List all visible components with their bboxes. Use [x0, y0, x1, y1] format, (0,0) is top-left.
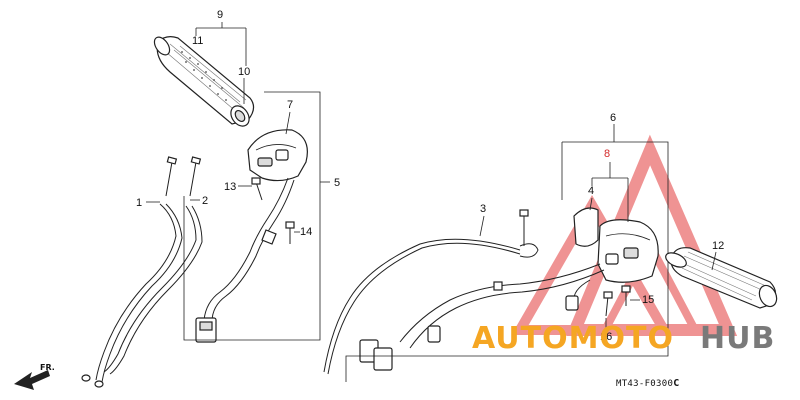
throttle-cable-2: [81, 156, 203, 382]
left-switch-housing: [195, 129, 308, 343]
callout-16: 16: [600, 331, 612, 343]
callout-11: 11: [192, 35, 203, 47]
callout-10: 10: [238, 66, 250, 78]
front-direction-label: FR.: [40, 363, 55, 372]
watermark-word-orange: AUTOMOTO: [472, 321, 674, 356]
screw-15: [621, 285, 631, 306]
part-code: MT43-F0300C: [616, 378, 680, 389]
callout-2: 2: [202, 195, 208, 207]
leader-3: [479, 215, 485, 237]
callout-14: 14: [300, 226, 312, 238]
leader-4: [589, 197, 593, 211]
callout-13: 13: [224, 181, 236, 193]
throttle-grip: [153, 36, 255, 127]
right-switch-housing: [359, 207, 659, 371]
part-code-main: MT43-F0300: [616, 379, 673, 389]
right-hand-grip: [665, 247, 778, 309]
callout-9: 9: [217, 9, 223, 21]
callout-6: 6: [610, 112, 616, 124]
part-code-suffix: C: [673, 378, 679, 389]
throttle-cable-1: [94, 156, 183, 388]
callout-bracket-5: [183, 91, 330, 341]
watermark-word-gray: HUB: [700, 321, 775, 356]
watermark-logo-text: AUTOMOTO HUB: [472, 321, 775, 356]
leader-7: [285, 111, 291, 135]
callout-1: 1: [136, 197, 142, 209]
callout-3: 3: [480, 203, 486, 215]
callout-bracket-9: [195, 22, 247, 66]
screw-14: [285, 221, 295, 244]
screw-13: [251, 177, 263, 201]
callout-bracket-6: [345, 124, 669, 382]
front-direction-arrow: [14, 370, 50, 390]
callout-8: 8: [604, 148, 610, 160]
callout-15: 15: [642, 294, 654, 306]
choke-cable-3: [323, 209, 539, 375]
callout-12: 12: [712, 240, 724, 252]
screw-16: [603, 291, 613, 317]
callout-5: 5: [334, 177, 340, 189]
callout-4: 4: [588, 185, 594, 197]
callout-bracket-8: [591, 162, 629, 222]
leader-12: [711, 251, 717, 271]
callout-7: 7: [287, 99, 293, 111]
